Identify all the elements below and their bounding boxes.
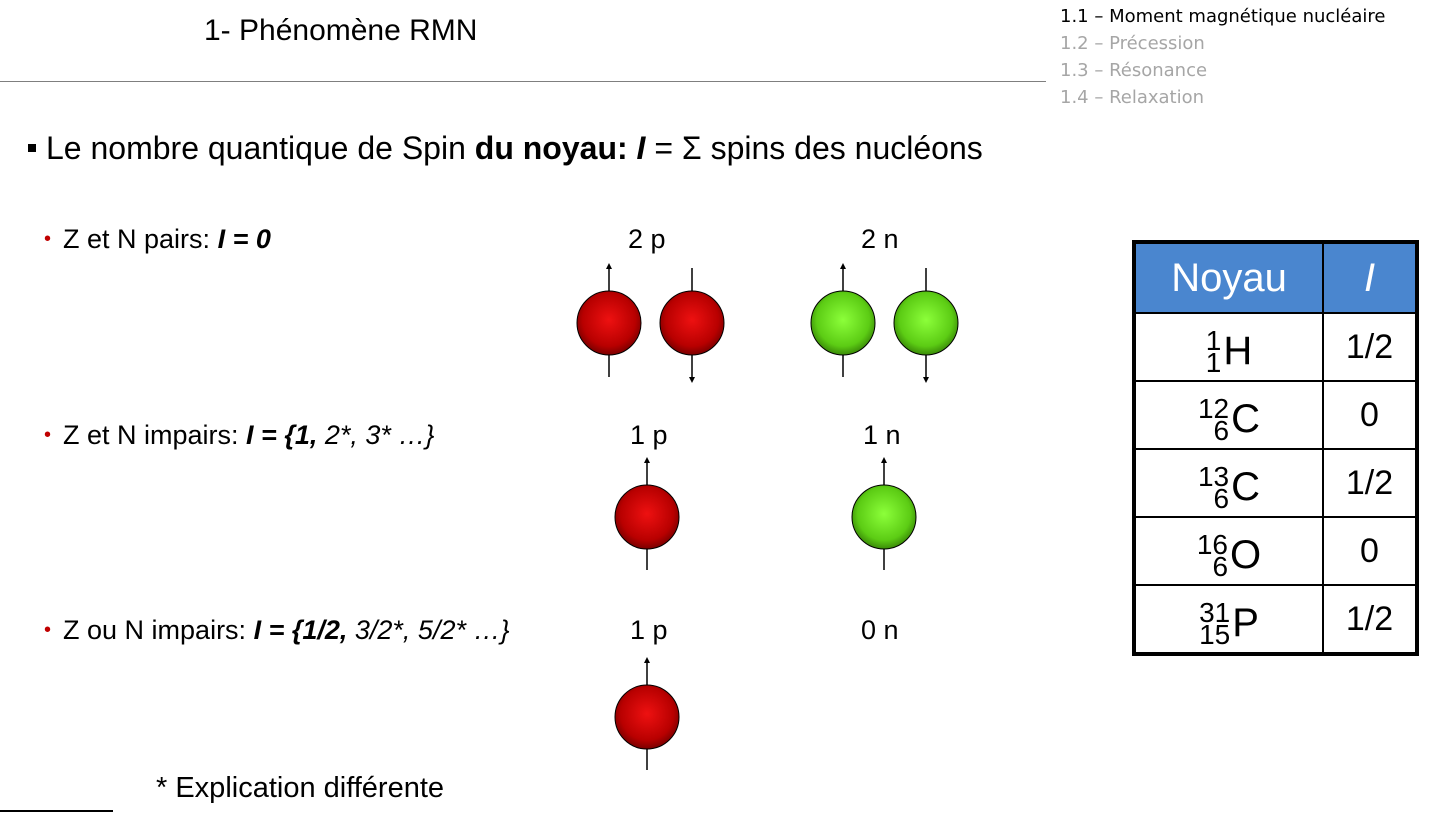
spin-down-icon xyxy=(893,268,959,383)
proton-count-label: 1 p xyxy=(630,420,668,450)
table-header-row: Noyau I xyxy=(1133,241,1418,314)
spin-up-icon xyxy=(576,263,642,377)
neutron-sphere xyxy=(851,484,917,550)
bullet-dot-icon: • xyxy=(44,424,52,446)
toc-item-precession[interactable]: 1.2 – Précession xyxy=(1060,33,1205,54)
toc-item-moment[interactable]: 1.1 – Moment magnétique nucléaire xyxy=(1060,6,1386,27)
case-even-even: •Z et N pairs: I = 0 xyxy=(44,224,271,254)
toc-item-resonance[interactable]: 1.3 – Résonance xyxy=(1060,60,1208,81)
bullet-dot-icon: • xyxy=(44,228,52,250)
bullet-dot-icon: • xyxy=(44,619,52,641)
spin-value-cell: 1/2 xyxy=(1322,312,1418,382)
proton-sphere xyxy=(576,290,642,356)
square-bullet-icon xyxy=(28,143,36,152)
case-odd-odd: •Z et N impairs: I = {1, 2*, 3* …} xyxy=(44,420,435,450)
slide-title: 1- Phénomène RMN xyxy=(204,14,478,47)
footnote-rule xyxy=(0,810,113,812)
proton-count-label: 1 p xyxy=(630,615,668,645)
footnote: * Explication différente xyxy=(156,772,445,804)
spin-down-icon xyxy=(659,268,725,383)
neutron-sphere xyxy=(810,290,876,356)
proton-sphere xyxy=(659,290,725,356)
neutron-sphere xyxy=(893,290,959,356)
title-divider xyxy=(0,81,1046,82)
spin-up-icon xyxy=(614,657,680,770)
neutron-count-label: 1 n xyxy=(863,420,901,450)
header-spin: I xyxy=(1322,241,1418,314)
spin-value-cell: 0 xyxy=(1322,516,1418,586)
spin-up-icon xyxy=(851,457,917,570)
spin-value-cell: 1/2 xyxy=(1322,584,1418,655)
main-bullet: Le nombre quantique de Spin du noyau: I … xyxy=(28,130,983,167)
toc-item-relaxation[interactable]: 1.4 – Relaxation xyxy=(1060,87,1205,108)
header-noyau: Noyau xyxy=(1133,241,1324,314)
spin-up-icon xyxy=(614,457,680,570)
neutron-count-label: 0 n xyxy=(861,615,899,645)
spin-up-icon xyxy=(810,263,876,377)
spin-value-cell: 0 xyxy=(1322,380,1418,450)
proton-sphere xyxy=(614,484,680,550)
case-odd-even: •Z ou N impairs: I = {1/2, 3/2*, 5/2* …} xyxy=(44,615,510,645)
proton-count-label: 2 p xyxy=(628,224,666,254)
spin-value-cell: 1/2 xyxy=(1322,448,1418,518)
neutron-count-label: 2 n xyxy=(861,224,899,254)
proton-sphere xyxy=(614,684,680,750)
